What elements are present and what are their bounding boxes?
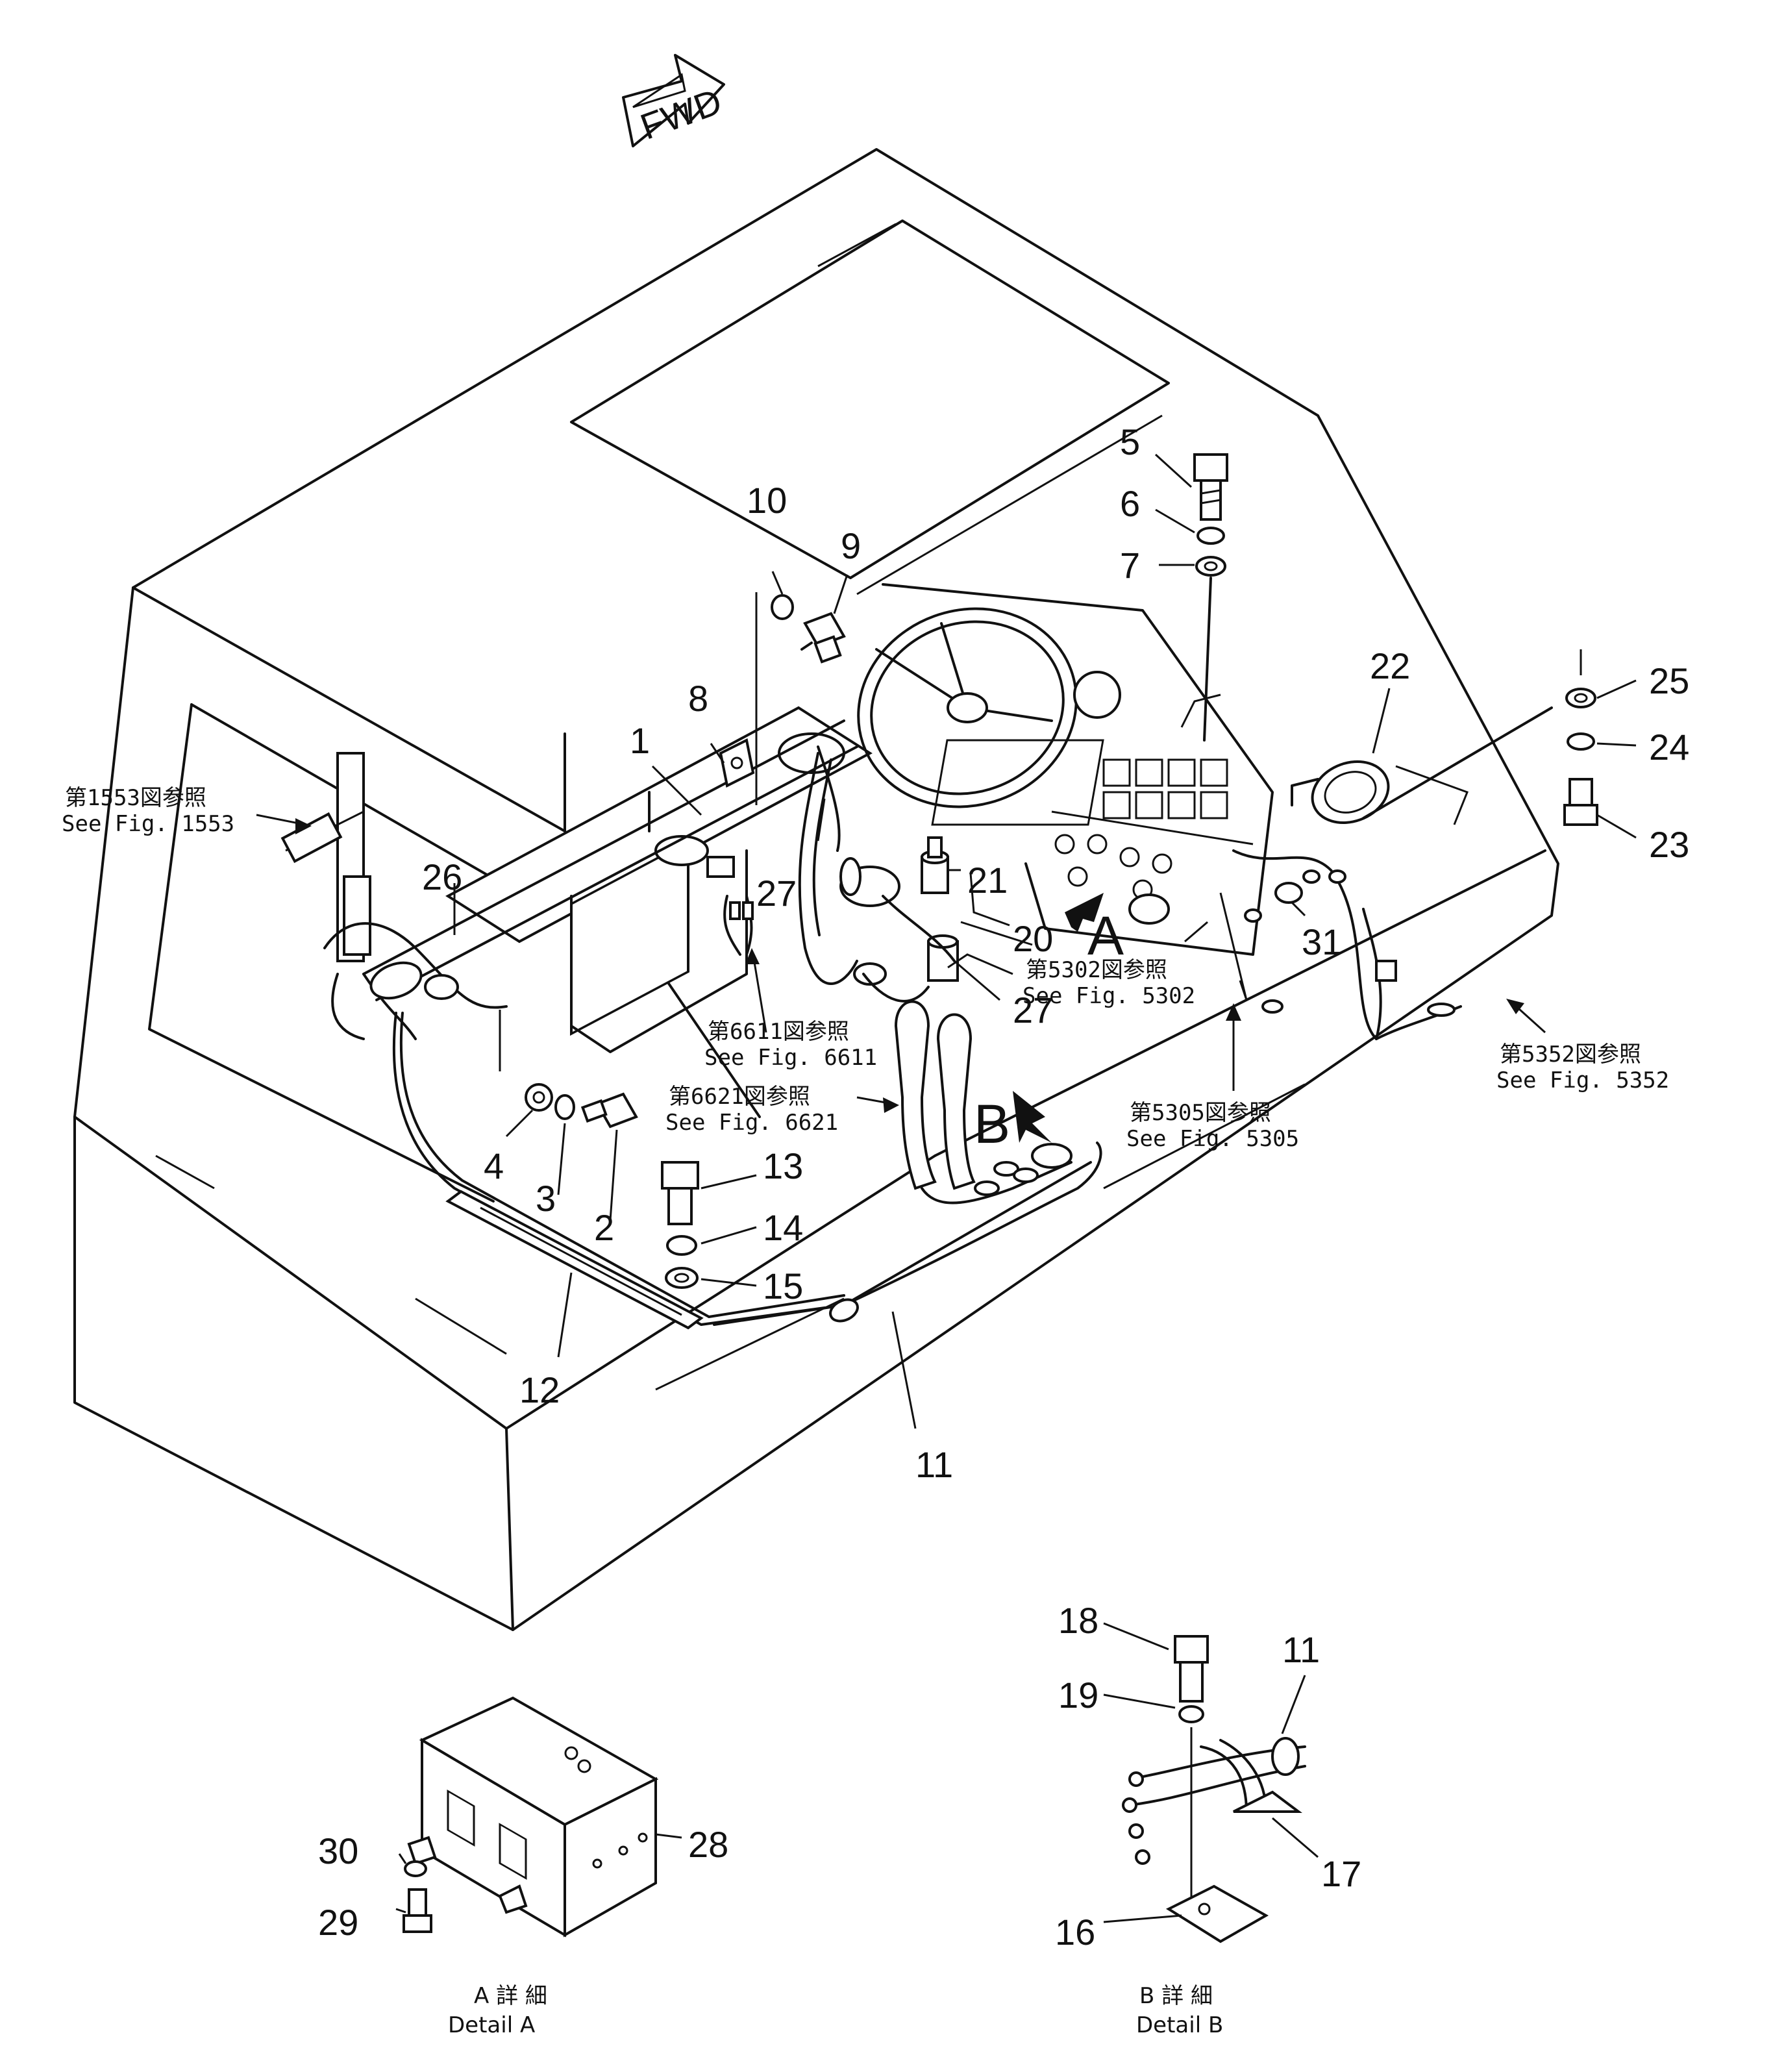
steering-column [362, 706, 873, 1053]
washer-30 [404, 1860, 427, 1877]
fwd-arrow-icon: FWD [622, 54, 727, 147]
washer-24 [1567, 732, 1595, 751]
callout-1: 1 [630, 720, 650, 761]
callout-27b: 27 [1013, 990, 1053, 1030]
washer-4 [525, 1083, 553, 1112]
connector-6611 [723, 895, 754, 956]
ref-1553-jp: 第1553図参照 [65, 785, 206, 811]
ref-6611-en: See Fig. 6611 [704, 1045, 877, 1071]
bolt-2 [580, 1092, 638, 1129]
bolt-13 [661, 1161, 699, 1225]
cab-outline [73, 148, 1559, 1631]
control-lever [894, 1000, 1072, 1205]
bolt-9 [800, 612, 846, 664]
detail-a-caption-en: Detail A [448, 2012, 535, 2038]
ref-1553-en: See Fig. 1553 [62, 811, 234, 837]
view-marker-a: A [1087, 905, 1124, 966]
callout-30: 30 [318, 1830, 358, 1871]
part-31 [1274, 882, 1303, 904]
steering-wheel [857, 607, 1078, 808]
callout-2: 2 [594, 1207, 614, 1248]
callout-11-detail: 11 [1282, 1629, 1320, 1670]
callout-26: 26 [422, 856, 462, 897]
callout-19: 19 [1058, 1675, 1098, 1716]
callout-5: 5 [1120, 421, 1140, 462]
callout-24: 24 [1649, 727, 1689, 768]
detail-a-caption-jp: A 詳 細 [474, 1983, 547, 2009]
ref-5352-en: See Fig. 5352 [1496, 1067, 1669, 1093]
ref-6621-jp: 第6621図参照 [669, 1084, 810, 1110]
detail-b-caption-en: Detail B [1136, 2012, 1223, 2038]
callout-3: 3 [536, 1178, 556, 1219]
washer-25 [1565, 688, 1596, 708]
callout-21: 21 [967, 860, 1008, 901]
bolt-29 [403, 1888, 432, 1933]
callout-16: 16 [1055, 1912, 1095, 1953]
callout-12: 12 [519, 1369, 560, 1410]
callout-6: 6 [1120, 483, 1140, 524]
callout-10: 10 [747, 480, 787, 521]
callout-25: 25 [1649, 660, 1689, 701]
callout-18: 18 [1058, 1600, 1098, 1641]
callout-29: 29 [318, 1902, 358, 1943]
floor-cable [713, 1142, 1102, 1326]
callout-23: 23 [1649, 824, 1689, 865]
ref-5305-jp: 第5305図参照 [1130, 1100, 1271, 1126]
callout-7: 7 [1120, 545, 1140, 586]
detail-b-caption-jp: B 詳 細 [1139, 1983, 1213, 2009]
ref-5302-jp: 第5302図参照 [1026, 957, 1167, 983]
callout-31: 31 [1302, 921, 1342, 962]
callout-8: 8 [688, 678, 708, 719]
callout-28: 28 [688, 1824, 728, 1865]
callout-4: 4 [484, 1145, 504, 1186]
wiring-harness-right [1232, 849, 1462, 1040]
ref-6611-jp: 第6611図参照 [708, 1019, 849, 1045]
washer-10 [771, 594, 794, 620]
washer-7 [1195, 556, 1226, 577]
dashboard-panel [882, 583, 1274, 956]
ref-5305-en: See Fig. 5305 [1126, 1126, 1299, 1152]
washer-6 [1196, 527, 1225, 545]
left-harness [280, 752, 1092, 1326]
callout-17: 17 [1321, 1853, 1361, 1894]
center-harness [798, 745, 959, 1003]
ref-6621-en: See Fig. 6621 [665, 1110, 838, 1136]
bolt-5 [1193, 453, 1228, 521]
leader-lines [256, 453, 1637, 1429]
washer-3 [554, 1094, 575, 1120]
callout-9: 9 [841, 525, 861, 566]
washer-14 [666, 1235, 697, 1256]
bolt-23 [1563, 778, 1598, 826]
horn-part [1291, 760, 1469, 825]
callout-27a: 27 [756, 873, 797, 914]
callout-14: 14 [763, 1207, 803, 1248]
callout-13: 13 [763, 1145, 803, 1186]
bracket-part [719, 738, 755, 788]
callout-20: 20 [1013, 918, 1053, 959]
floor-rail [445, 1190, 704, 1330]
callout-15: 15 [763, 1266, 803, 1306]
ref-5352-jp: 第5352図参照 [1500, 1042, 1641, 1067]
ref-5302-en: See Fig. 5302 [1023, 983, 1195, 1009]
callout-22: 22 [1370, 645, 1410, 686]
detail-b-clamp [1122, 1635, 1306, 1943]
washer-15 [665, 1267, 699, 1289]
detail-a-box [407, 1696, 659, 1938]
view-marker-b: B [974, 1093, 1010, 1155]
callout-11: 11 [915, 1444, 953, 1485]
